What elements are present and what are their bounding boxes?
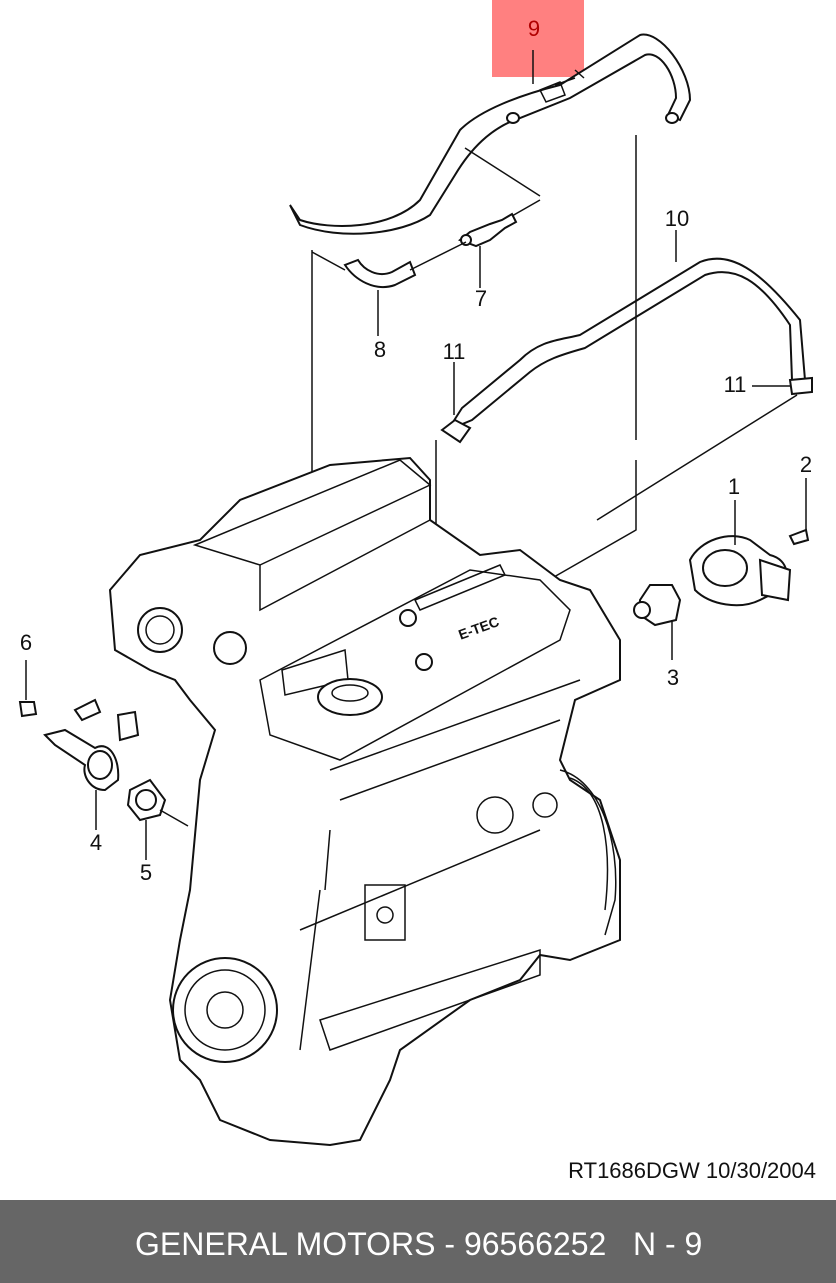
footer-bar: GENERAL MOTORS - 96566252 N - 9 xyxy=(0,1200,836,1283)
callout-11-right: 11 xyxy=(724,372,747,397)
footer-part-number: GENERAL MOTORS - 96566252 xyxy=(135,1226,607,1262)
callout-11-left: 11 xyxy=(443,339,466,364)
engine-parts-diagram: E-TEC 9 10 7 8 11 11 1 2 3 6 4 5 xyxy=(18,0,813,1147)
callout-5: 5 xyxy=(140,860,152,885)
callout-2: 2 xyxy=(800,452,812,477)
callout-1: 1 xyxy=(728,474,740,499)
drawing-reference: RT1686DGW 10/30/2004 xyxy=(568,1158,816,1183)
callout-3: 3 xyxy=(667,665,679,690)
footer-page-label: N - 9 xyxy=(633,1226,703,1262)
callout-8: 8 xyxy=(374,337,386,362)
engine-assembly xyxy=(108,456,621,1147)
callout-6: 6 xyxy=(20,630,32,655)
highlight-box xyxy=(492,0,584,77)
callout-7: 7 xyxy=(475,286,487,311)
hose-9[interactable] xyxy=(289,33,692,235)
callout-9: 9 xyxy=(528,16,540,41)
callout-10: 10 xyxy=(665,206,689,231)
callout-4: 4 xyxy=(90,830,102,855)
